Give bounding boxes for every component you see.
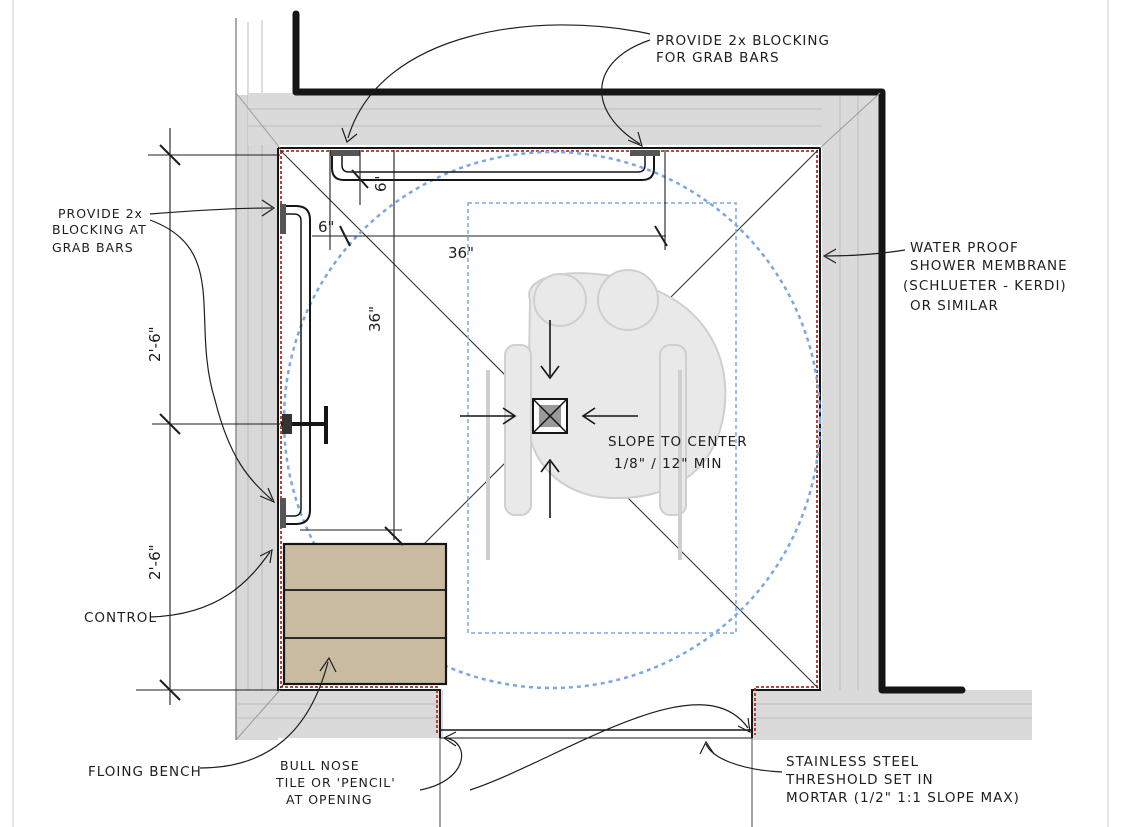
svg-text:FOR GRAB BARS: FOR GRAB BARS (656, 50, 780, 66)
svg-text:SHOWER MEMBRANE: SHOWER MEMBRANE (910, 258, 1068, 274)
shower-control (281, 406, 328, 444)
note-bullnose: BULL NOSE TILE OR 'PENCIL' AT OPENING (275, 758, 396, 807)
note-bench: FLOING BENCH (88, 764, 202, 780)
walls (235, 10, 1032, 741)
svg-text:BULL NOSE: BULL NOSE (280, 758, 360, 773)
svg-text:WATER PROOF: WATER PROOF (910, 240, 1019, 256)
left-grab-bar (280, 204, 311, 528)
dim-grab-vertical: 36" (366, 306, 384, 332)
top-grab-bar (330, 150, 660, 181)
dim-upper-left: 2'-6" (146, 326, 164, 362)
svg-text:AT OPENING: AT OPENING (286, 792, 373, 807)
folding-bench (282, 542, 448, 686)
wheelchair-figure (486, 269, 727, 560)
svg-text:(SCHLUETER - KERDI): (SCHLUETER - KERDI) (903, 278, 1067, 294)
dim-offset-left: 6" (318, 218, 334, 236)
slope-arrows (460, 320, 638, 518)
note-membrane: WATER PROOF SHOWER MEMBRANE (SCHLUETER -… (903, 240, 1068, 314)
note-blocking-top: PROVIDE 2x BLOCKING FOR GRAB BARS (656, 33, 830, 66)
svg-text:MORTAR (1/2" 1:1 SLOPE MAX): MORTAR (1/2" 1:1 SLOPE MAX) (786, 790, 1020, 806)
svg-text:PROVIDE 2x: PROVIDE 2x (58, 206, 143, 221)
svg-text:OR SIMILAR: OR SIMILAR (910, 298, 999, 314)
note-control: CONTROL (84, 610, 157, 626)
svg-text:BLOCKING AT: BLOCKING AT (52, 222, 147, 237)
wheelchair-clear-space (467, 202, 737, 634)
note-slope: SLOPE TO CENTER 1/8" / 12" MIN (608, 434, 748, 472)
svg-text:SLOPE TO CENTER: SLOPE TO CENTER (608, 434, 748, 450)
note-blocking-left: PROVIDE 2x BLOCKING AT GRAB BARS (52, 206, 147, 255)
leader-arrows (149, 24, 906, 791)
svg-text:STAINLESS STEEL: STAINLESS STEEL (786, 754, 919, 770)
svg-text:THRESHOLD SET IN: THRESHOLD SET IN (785, 772, 934, 788)
dim-lower-left: 2'-6" (146, 544, 164, 580)
note-threshold: STAINLESS STEEL THRESHOLD SET IN MORTAR … (785, 754, 1020, 806)
dimension-lines (136, 128, 753, 827)
svg-text:1/8" / 12" MIN: 1/8" / 12" MIN (614, 456, 722, 472)
drain (532, 398, 568, 434)
svg-text:GRAB BARS: GRAB BARS (52, 240, 134, 255)
svg-text:TILE OR 'PENCIL': TILE OR 'PENCIL' (275, 775, 396, 790)
dim-offset-top: 6" (372, 176, 390, 192)
dim-grab-horizontal: 36" (448, 244, 474, 262)
svg-text:PROVIDE 2x BLOCKING: PROVIDE 2x BLOCKING (656, 33, 830, 49)
